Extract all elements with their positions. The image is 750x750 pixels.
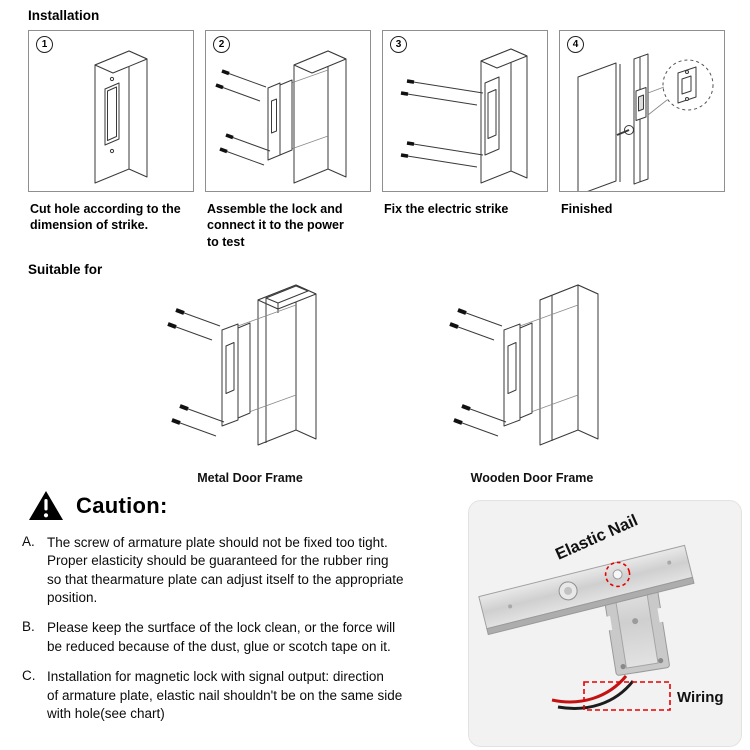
black-wire xyxy=(557,680,635,710)
elastic-nail xyxy=(612,569,623,580)
caution-item-text: Installation for magnetic lock with sign… xyxy=(47,669,403,721)
step-number-badge: 3 xyxy=(390,36,407,53)
wooden-door-frame-label: Wooden Door Frame xyxy=(470,471,594,485)
metal-door-frame-label: Metal Door Frame xyxy=(197,471,303,485)
metal-door-frame-illustration xyxy=(167,284,317,446)
step-1-illustration cut-hole-drawing xyxy=(94,50,148,184)
caution-item-a: A. The screw of armature plate should no… xyxy=(22,534,470,607)
step-3-illustration fix-strike-drawing xyxy=(400,48,528,184)
wiring-label: Wiring xyxy=(677,689,724,706)
caution-item-prefix: A. xyxy=(22,534,35,549)
step-1-panel: 1 xyxy=(28,30,194,192)
step-3-panel: 3 xyxy=(382,30,548,192)
wiring-highlight-box xyxy=(583,681,671,711)
installation-steps: 1 Cut hole according to the dimension of… xyxy=(28,30,725,250)
installation-heading: Installation xyxy=(28,8,100,23)
caution-item-text: Please keep the surtface of the lock cle… xyxy=(47,620,396,654)
caution-header: Caution: xyxy=(28,490,470,522)
step-2-caption: Assemble the lock and connect it to the … xyxy=(207,202,344,249)
step-4-illustration finished-drawing xyxy=(577,53,714,191)
installation-step-2: 2 xyxy=(205,30,371,250)
step-4-panel: 4 xyxy=(559,30,725,192)
step-4-caption: Finished xyxy=(561,202,613,216)
magnetic-lock-photo: Elastic Nail Wiring xyxy=(468,500,742,747)
lock-photo-panel: Elastic Nail Wiring xyxy=(468,500,742,747)
warning-icon xyxy=(29,491,63,520)
wooden-door-frame-illustration xyxy=(449,284,599,446)
step-1-caption: Cut hole according to the dimension of s… xyxy=(30,202,181,233)
elastic-nail-highlight-circle xyxy=(604,561,631,588)
caution-item-prefix: C. xyxy=(22,668,36,684)
caution-title: Caution: xyxy=(76,493,168,518)
caution-item-c: C. Installation for magnetic lock with s… xyxy=(22,668,470,723)
installation-step-1: 1 Cut hole according to the dimension of… xyxy=(28,30,194,250)
step-2-panel: 2 xyxy=(205,30,371,192)
metal-door-frame-figure: Metal Door Frame xyxy=(138,258,362,485)
suitable-for-heading: Suitable for xyxy=(28,262,103,277)
step-2-illustration assemble-lock-drawing xyxy=(215,50,347,184)
armature-plate xyxy=(478,544,695,636)
installation-step-3: 3 Fix the electr xyxy=(382,30,548,250)
installation-step-4: 4 xyxy=(559,30,725,250)
step-number-badge: 4 xyxy=(567,36,584,53)
caution-item-prefix: B. xyxy=(22,619,35,635)
step-number-badge: 1 xyxy=(36,36,53,53)
caution-section: Caution: A. The screw of armature plate … xyxy=(22,490,470,735)
caution-item-text: The screw of armature plate should not b… xyxy=(47,535,404,606)
wooden-door-frame-figure: Wooden Door Frame xyxy=(420,258,644,485)
caution-item-b: B. Please keep the surtface of the lock … xyxy=(22,619,470,656)
step-number-badge: 2 xyxy=(213,36,230,53)
step-3-caption: Fix the electric strike xyxy=(384,202,509,216)
